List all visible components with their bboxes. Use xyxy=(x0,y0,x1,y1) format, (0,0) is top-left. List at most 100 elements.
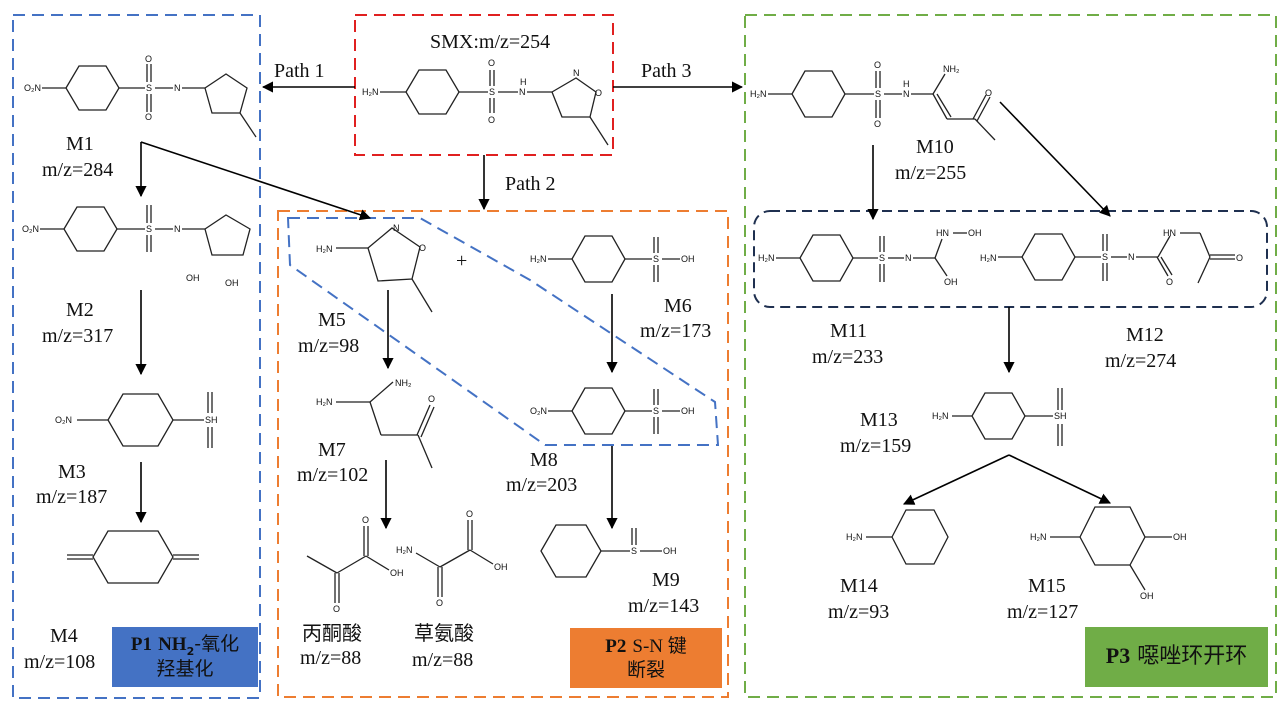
p1-tag-line1: P1 NH2-氧化 xyxy=(130,633,240,658)
svg-text:H₂N: H₂N xyxy=(396,545,413,555)
svg-text:OH: OH xyxy=(390,568,404,578)
svg-text:O: O xyxy=(1166,277,1173,287)
m2-id: M2 xyxy=(66,299,94,321)
svg-text:HN: HN xyxy=(936,228,949,238)
m10-structure: H₂N S O O N H NH₂ O xyxy=(750,60,996,141)
m10-id: M10 xyxy=(916,136,954,158)
m10-mz: m/z=255 xyxy=(895,162,966,184)
m15-mz: m/z=127 xyxy=(1007,601,1078,623)
m6-id: M6 xyxy=(664,295,692,317)
svg-text:O: O xyxy=(466,509,473,519)
svg-text:OH: OH xyxy=(681,406,695,416)
m11-structure: H₂N S N HN OH OH xyxy=(758,228,982,287)
svg-text:O: O xyxy=(436,598,443,608)
m14-structure: H₂N xyxy=(846,509,949,565)
svg-text:O: O xyxy=(874,119,881,129)
p1-category-tag: P1 NH2-氧化 羟基化 xyxy=(112,627,258,687)
svg-text:N: N xyxy=(903,89,910,99)
m14-mz: m/z=93 xyxy=(828,601,889,623)
svg-text:OH: OH xyxy=(681,254,695,264)
svg-text:O: O xyxy=(362,515,369,525)
oxamic-acid-structure: H₂N O O OH xyxy=(396,509,508,608)
oxamic-acid-name: 草氨酸 xyxy=(414,622,474,645)
p1-box xyxy=(12,14,261,699)
path2-label: Path 2 xyxy=(505,173,556,195)
m10-to-m12-arrow xyxy=(999,101,1111,217)
svg-text:S: S xyxy=(1102,252,1108,262)
svg-text:H₂N: H₂N xyxy=(530,254,547,264)
svg-text:H: H xyxy=(903,79,910,89)
m5-mz: m/z=98 xyxy=(298,335,359,357)
svg-text:S: S xyxy=(879,253,885,263)
m1-id: M1 xyxy=(66,133,94,155)
svg-text:OH: OH xyxy=(1140,591,1154,601)
p2-category-tag: P2 S-N 键 断裂 xyxy=(570,628,722,688)
svg-text:O₂N: O₂N xyxy=(24,83,41,93)
svg-text:O: O xyxy=(333,604,340,614)
svg-text:OH: OH xyxy=(494,562,508,572)
m7-id: M7 xyxy=(318,439,346,461)
m13-id: M13 xyxy=(860,409,898,431)
m2-mz: m/z=317 xyxy=(42,325,113,347)
svg-text:S: S xyxy=(146,224,152,234)
svg-text:H₂N: H₂N xyxy=(1030,532,1047,542)
svg-text:O: O xyxy=(145,112,152,122)
svg-text:H₂N: H₂N xyxy=(980,253,997,263)
svg-text:NH₂: NH₂ xyxy=(943,64,960,74)
m9-id: M9 xyxy=(652,569,680,591)
m9-mz: m/z=143 xyxy=(628,595,699,617)
svg-text:OH: OH xyxy=(968,228,982,238)
m1-to-m5-arrow xyxy=(140,141,372,221)
m3-id: M3 xyxy=(58,461,86,483)
m14-id: M14 xyxy=(840,575,878,597)
svg-text:H₂N: H₂N xyxy=(316,244,333,254)
m4-mz: m/z=108 xyxy=(24,651,95,673)
svg-text:N: N xyxy=(905,253,912,263)
svg-text:N: N xyxy=(174,83,181,93)
svg-text:SH: SH xyxy=(205,415,218,425)
m4-structure xyxy=(67,530,199,584)
svg-text:O: O xyxy=(595,88,602,98)
svg-text:O: O xyxy=(419,243,426,253)
m2-structure: O₂N S N OH OH xyxy=(22,205,251,288)
m7-structure: H₂N NH₂ O xyxy=(316,378,435,469)
svg-text:H: H xyxy=(520,77,527,87)
svg-text:OH: OH xyxy=(663,546,677,556)
path3-label: Path 3 xyxy=(641,60,692,82)
m5-id: M5 xyxy=(318,309,346,331)
svg-text:S: S xyxy=(653,406,659,416)
m8-id: M8 xyxy=(530,449,558,471)
m8-structure: O₂N S OH xyxy=(530,387,695,435)
m6-mz: m/z=173 xyxy=(640,320,711,342)
smx-structure: H₂N S O O N H N O xyxy=(362,58,609,146)
p3-tag-line1: P3 噁唑环开环 xyxy=(1105,643,1248,670)
svg-text:H₂N: H₂N xyxy=(932,411,949,421)
path1-label: Path 1 xyxy=(274,60,325,82)
m11-mz: m/z=233 xyxy=(812,346,883,368)
m12-id: M12 xyxy=(1126,324,1164,346)
svg-text:NH₂: NH₂ xyxy=(395,378,412,388)
svg-text:S: S xyxy=(146,83,152,93)
oxamic-acid-mz: m/z=88 xyxy=(412,649,473,671)
m13-structure: H₂N SH xyxy=(932,388,1067,446)
svg-text:HN: HN xyxy=(1163,228,1176,238)
m12-structure: H₂N S N O HN O xyxy=(980,228,1243,287)
svg-text:S: S xyxy=(653,254,659,264)
pyruvic-acid-structure: O O OH xyxy=(306,515,404,614)
m12-mz: m/z=274 xyxy=(1105,350,1176,372)
svg-text:H₂N: H₂N xyxy=(362,87,379,97)
p1-tag-line2: 羟基化 xyxy=(156,658,214,681)
m11-id: M11 xyxy=(830,320,867,342)
m1-mz: m/z=284 xyxy=(42,159,113,181)
m1-structure: O₂N S O O N xyxy=(24,54,257,138)
m7-mz: m/z=102 xyxy=(297,464,368,486)
svg-text:O₂N: O₂N xyxy=(55,415,72,425)
svg-text:S: S xyxy=(489,87,495,97)
svg-text:N: N xyxy=(393,223,400,233)
svg-text:OH: OH xyxy=(1173,532,1187,542)
plus-sign: + xyxy=(456,250,467,272)
m13-to-m14-arrow xyxy=(902,454,1010,505)
m6-structure: H₂N S OH xyxy=(530,235,695,283)
svg-text:O₂N: O₂N xyxy=(22,224,39,234)
